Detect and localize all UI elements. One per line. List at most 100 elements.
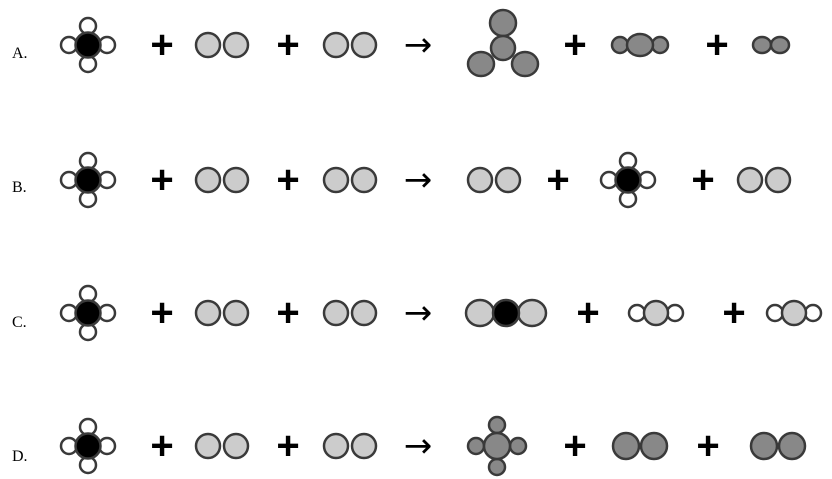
light-gray-atom <box>322 31 350 59</box>
light-diatomic-molecule <box>736 166 792 194</box>
dark-diatomic-molecule <box>749 431 807 461</box>
plus-sign: + <box>691 158 714 202</box>
hydrogen-atom <box>803 303 823 323</box>
light-gray-atom <box>736 166 764 194</box>
option-row: D. <box>12 448 28 465</box>
light-gray-atom <box>222 432 250 460</box>
light-gray-atom <box>350 31 378 59</box>
plus-sign: + <box>276 291 299 335</box>
plus-sign: + <box>546 158 569 202</box>
dark-gray-atom <box>487 457 507 477</box>
dark-gray-atom <box>510 50 540 78</box>
carbon-atom <box>614 166 642 194</box>
option-label: B. <box>12 179 27 196</box>
light-gray-atom <box>194 432 222 460</box>
option-label: C. <box>12 314 27 331</box>
light-diatomic-molecule <box>322 166 378 194</box>
plus-sign: + <box>696 424 719 468</box>
methane-molecule <box>59 16 117 74</box>
option-row: B. <box>12 179 27 196</box>
light-gray-atom <box>222 299 250 327</box>
plus-sign: + <box>150 424 173 468</box>
methane-molecule <box>59 417 117 475</box>
plus-sign: + <box>276 23 299 67</box>
option-row: C. <box>12 314 27 331</box>
dark-gray-atom <box>482 431 512 461</box>
light-gray-atom <box>322 432 350 460</box>
light-diatomic-molecule <box>322 432 378 460</box>
carbon-atom <box>491 298 521 328</box>
dark-gray-atom <box>508 436 528 456</box>
dark-gray-atom <box>466 50 496 78</box>
water-molecule <box>765 299 823 327</box>
reaction-arrow: → <box>404 160 433 200</box>
light-gray-atom <box>222 31 250 59</box>
plus-sign: + <box>563 424 586 468</box>
carbon-atom <box>74 31 102 59</box>
methane-molecule <box>599 151 657 209</box>
carbon-atom <box>74 432 102 460</box>
reaction-arrow: → <box>404 426 433 466</box>
light-gray-atom <box>194 299 222 327</box>
dark-gray-atom <box>611 431 641 461</box>
plus-sign: + <box>150 23 173 67</box>
dark-gray-atom <box>639 431 669 461</box>
dark-triatomic-molecule <box>610 32 670 58</box>
carbon-atom <box>74 166 102 194</box>
dark-gray-atom <box>466 436 486 456</box>
methane-molecule <box>59 151 117 209</box>
light-gray-atom <box>764 166 792 194</box>
light-gray-atom <box>194 166 222 194</box>
plus-sign: + <box>150 291 173 335</box>
plus-sign: + <box>563 23 586 67</box>
light-diatomic-molecule <box>194 432 250 460</box>
dark-gray-atom <box>650 35 670 55</box>
dark-gray-atom <box>751 35 773 55</box>
option-row: A. <box>12 45 28 62</box>
plus-sign: + <box>722 291 745 335</box>
water-molecule <box>627 299 685 327</box>
light-diatomic-molecule <box>194 166 250 194</box>
dark-cross-molecule <box>466 415 528 477</box>
option-label: A. <box>12 45 28 62</box>
hydrogen-atom <box>627 303 647 323</box>
plus-sign: + <box>576 291 599 335</box>
light-gray-atom <box>322 166 350 194</box>
light-gray-atom <box>222 166 250 194</box>
light-diatomic-molecule <box>466 166 522 194</box>
light-gray-atom <box>350 432 378 460</box>
light-gray-atom <box>322 299 350 327</box>
reaction-arrow: → <box>404 293 433 333</box>
light-gray-atom <box>494 166 522 194</box>
carbon-atom <box>74 299 102 327</box>
dark-gray-atom <box>488 8 518 38</box>
small-dark-diatomic-molecule <box>751 35 791 55</box>
methane-molecule <box>59 284 117 342</box>
dark-gray-atom <box>489 34 517 62</box>
dark-diatomic-molecule <box>611 431 669 461</box>
hydrogen-atom <box>765 303 785 323</box>
dark-gray-atom <box>749 431 779 461</box>
dark-tetra-cluster-molecule <box>466 8 540 78</box>
light-diatomic-molecule <box>194 299 250 327</box>
light-gray-atom <box>464 298 496 328</box>
plus-sign: + <box>705 23 728 67</box>
light-gray-atom <box>466 166 494 194</box>
light-gray-atom <box>780 299 808 327</box>
light-diatomic-molecule <box>322 31 378 59</box>
hydrogen-atom <box>665 303 685 323</box>
plus-sign: + <box>276 158 299 202</box>
light-gray-atom <box>642 299 670 327</box>
light-gray-atom <box>194 31 222 59</box>
light-diatomic-molecule <box>194 31 250 59</box>
dark-gray-atom <box>487 415 507 435</box>
light-diatomic-molecule <box>322 299 378 327</box>
plus-sign: + <box>150 158 173 202</box>
plus-sign: + <box>276 424 299 468</box>
dark-gray-atom <box>610 35 630 55</box>
light-gray-atom <box>350 299 378 327</box>
dark-gray-atom <box>777 431 807 461</box>
reaction-arrow: → <box>404 25 433 65</box>
option-label: D. <box>12 448 28 465</box>
